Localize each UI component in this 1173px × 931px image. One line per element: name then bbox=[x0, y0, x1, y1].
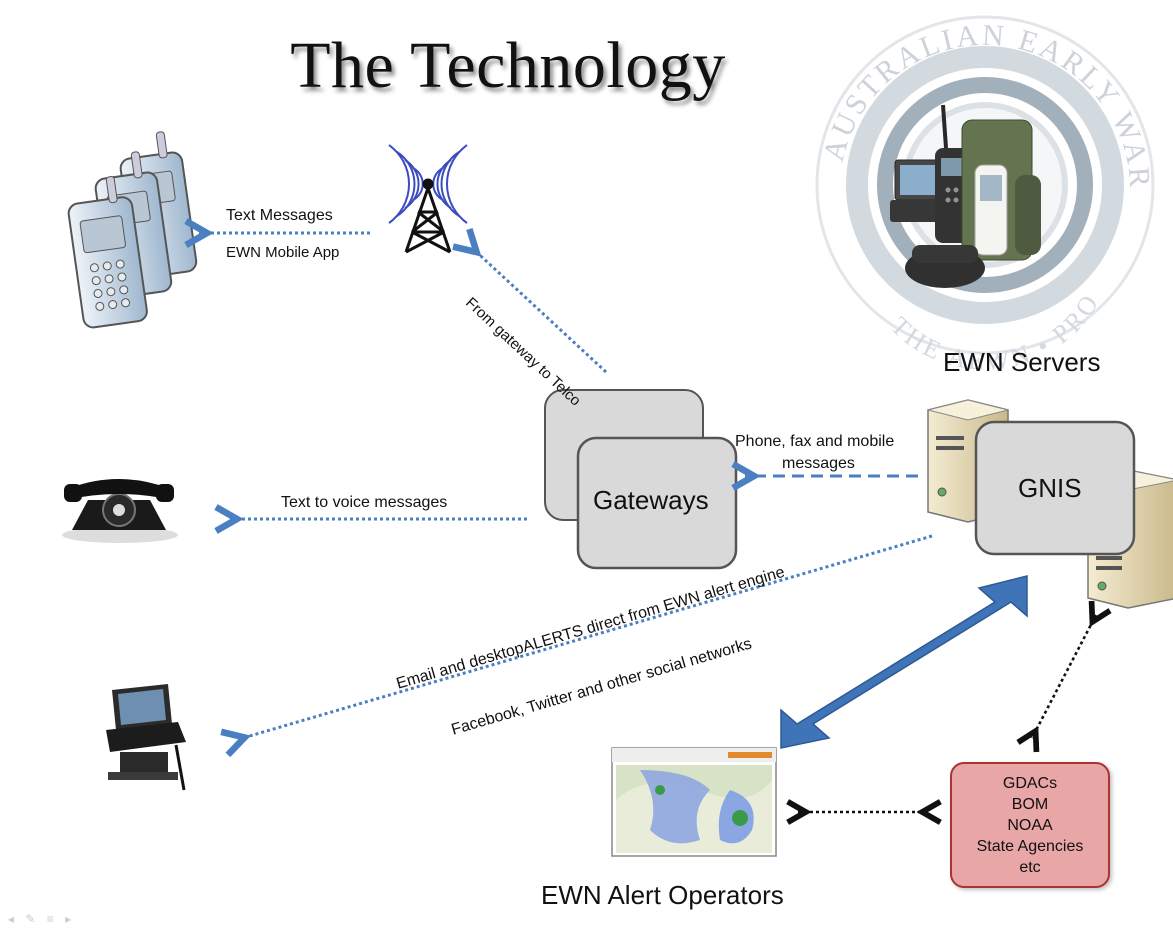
back-icon[interactable]: ◂ bbox=[8, 912, 19, 926]
source-item: NOAA bbox=[1007, 816, 1053, 834]
desk-phone-icon bbox=[62, 479, 178, 543]
page-title: The Technology bbox=[290, 29, 726, 102]
label-operators: EWN Alert Operators bbox=[541, 880, 784, 910]
slide-nav: ◂ ✎ ≡ ▸ bbox=[8, 912, 75, 926]
big-double-arrow bbox=[780, 575, 1028, 749]
source-item: State Agencies bbox=[976, 837, 1084, 855]
rugged-laptop-icon bbox=[106, 684, 186, 791]
label-ewn-servers: EWN Servers bbox=[943, 347, 1101, 377]
label-phone-fax-line2: messages bbox=[782, 455, 855, 472]
gateways-boxes bbox=[544, 389, 738, 570]
label-mobile-app: EWN Mobile App bbox=[226, 244, 340, 261]
sources-box: GDACs BOM NOAA State Agencies etc bbox=[950, 762, 1110, 888]
menu-icon[interactable]: ≡ bbox=[46, 912, 58, 926]
source-item: etc bbox=[1019, 858, 1041, 876]
gnis-box bbox=[974, 420, 1136, 556]
source-item: GDACs bbox=[1002, 774, 1058, 792]
label-text-voice: Text to voice messages bbox=[281, 494, 448, 511]
logo-devices-icon bbox=[890, 104, 1041, 288]
cell-tower-icon bbox=[388, 144, 468, 254]
mobile-phones-icon bbox=[67, 131, 198, 329]
forward-icon[interactable]: ▸ bbox=[65, 912, 76, 926]
edge-gateway-to-tower bbox=[470, 246, 608, 374]
label-phone-fax-line1: Phone, fax and mobile bbox=[735, 433, 895, 450]
label-text-messages: Text Messages bbox=[226, 207, 333, 224]
pen-icon[interactable]: ✎ bbox=[25, 912, 40, 926]
label-gateways: Gateways bbox=[593, 485, 709, 515]
edge-gnis-to-laptop bbox=[236, 534, 933, 740]
source-item: BOM bbox=[1011, 795, 1049, 813]
edge-servers-to-sources bbox=[1032, 615, 1096, 738]
operators-map-icon bbox=[611, 747, 777, 857]
label-gnis: GNIS bbox=[1018, 473, 1082, 503]
